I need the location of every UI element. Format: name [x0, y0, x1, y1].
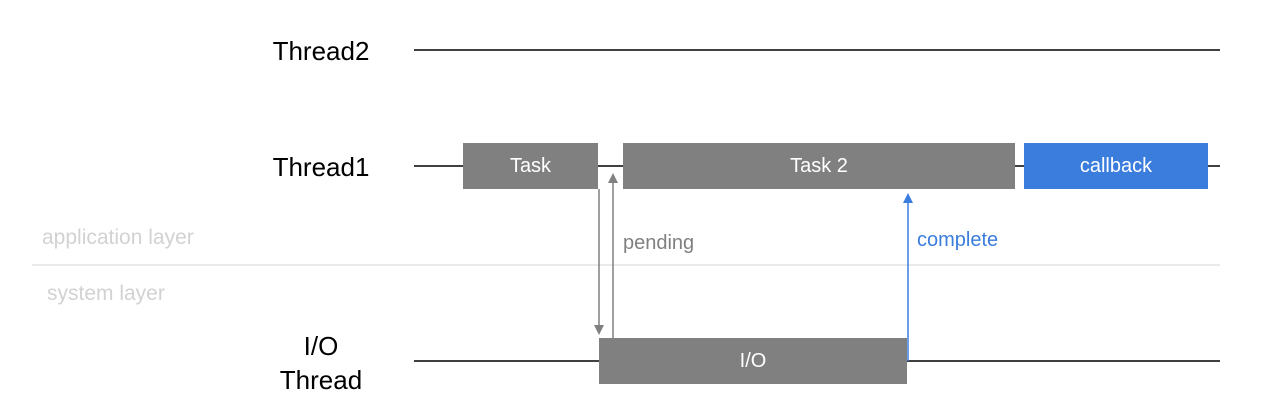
io-thread-label-line2: Thread [279, 365, 363, 395]
pending-label: pending [623, 232, 695, 254]
callback-box: callback [1024, 143, 1208, 189]
io-thread-label: I/O Thread [262, 329, 380, 397]
complete-label: complete [917, 229, 999, 251]
io-thread-label-line1: I/O [303, 331, 339, 361]
thread2-label: Thread2 [272, 36, 370, 66]
thread1-label: Thread1 [272, 152, 370, 182]
task-box: Task [463, 143, 598, 189]
task2-box: Task 2 [623, 143, 1015, 189]
application-layer-label: application layer [42, 226, 194, 249]
io-box: I/O [599, 338, 907, 384]
system-layer-label: system layer [47, 282, 165, 305]
